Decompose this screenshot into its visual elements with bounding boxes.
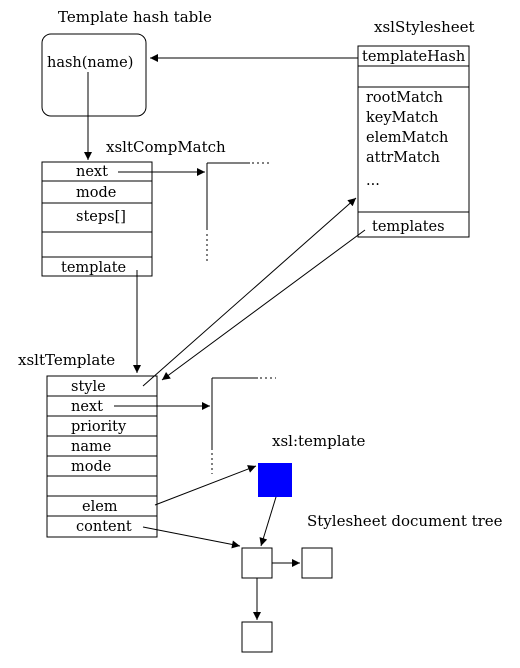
stylesheet-field-attrmatch: attrMatch xyxy=(366,150,440,166)
doc-tree-title: Stylesheet document tree xyxy=(307,512,503,530)
xsl-template-node xyxy=(258,463,292,497)
template-field-content: content xyxy=(76,519,132,535)
template-next-stub xyxy=(211,377,276,474)
doc-tree-node-child xyxy=(241,621,273,653)
template-field-elem: elem xyxy=(82,499,118,515)
arrow-content-to-doctree xyxy=(142,526,241,549)
template-field-style: style xyxy=(71,379,106,395)
comp-match-field-next: next xyxy=(76,164,108,180)
template-field-name: name xyxy=(71,439,111,455)
stylesheet-field-keymatch: keyMatch xyxy=(366,110,438,126)
stylesheet-box xyxy=(357,45,470,238)
pointer-arrows xyxy=(84,54,366,620)
comp-match-field-template: template xyxy=(61,260,126,276)
arrow-xsltemplate-to-doctree xyxy=(259,496,277,547)
stylesheet-field-elemmatch: elemMatch xyxy=(366,130,448,146)
stylesheet-title: xslStylesheet xyxy=(374,18,475,36)
stylesheet-field-templatehash: templateHash xyxy=(362,49,465,65)
hash-table-box xyxy=(41,33,147,117)
doc-tree-node-root xyxy=(241,547,273,579)
doc-tree-node-sibling xyxy=(301,547,333,579)
comp-match-field-mode: mode xyxy=(76,185,116,201)
arrow-elem-to-xsltemplate xyxy=(154,465,257,506)
comp-match-title: xsltCompMatch xyxy=(106,138,226,156)
stylesheet-field-rootmatch: rootMatch xyxy=(366,90,443,106)
hash-table-entry: hash(name) xyxy=(47,55,133,71)
template-field-priority: priority xyxy=(71,419,127,435)
stylesheet-field-templates: templates xyxy=(372,219,445,235)
template-struct: style next priority name mode elem conte… xyxy=(46,375,158,538)
xsl-template-title: xsl:template xyxy=(272,432,366,450)
comp-match-next-stub xyxy=(206,162,270,262)
comp-match-field-steps: steps[] xyxy=(76,209,126,225)
arrow-style-to-stylesheet xyxy=(142,197,357,387)
template-field-mode: mode xyxy=(71,459,111,475)
stylesheet-struct: templateHash rootMatch keyMatch elemMatc… xyxy=(357,45,470,238)
comp-match-struct: next mode steps[] template xyxy=(41,161,153,277)
template-field-next: next xyxy=(71,399,103,415)
hash-table-title: Template hash table xyxy=(58,8,212,26)
arrow-templates-to-template xyxy=(161,229,366,381)
stylesheet-field-ellipsis: ... xyxy=(366,173,380,189)
template-title: xsltTemplate xyxy=(18,351,115,369)
